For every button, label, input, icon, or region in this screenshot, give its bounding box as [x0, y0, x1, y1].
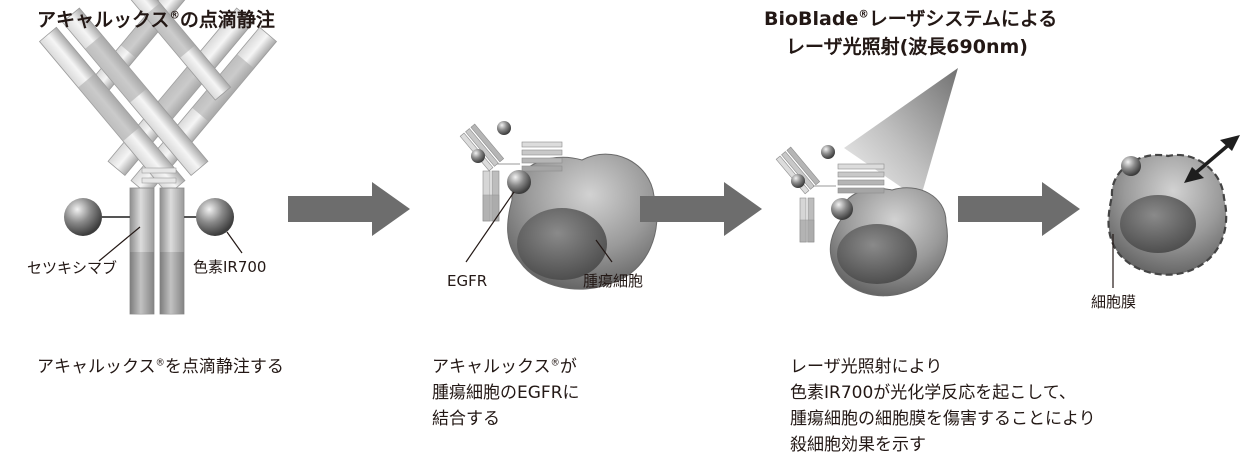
label-egfr: EGFR	[447, 272, 488, 290]
heading-laser-line2: レーザ光照射(波長690nm)	[786, 36, 1028, 58]
damaged-cell	[1107, 135, 1240, 288]
heading-laser-line1: BioBlade®レーザシステムによる	[764, 8, 1058, 30]
flow-arrow-3	[958, 182, 1080, 236]
heading-step1: アキャルックス®の点滴静注	[37, 9, 275, 31]
label-cell-membrane: 細胞膜	[1091, 293, 1137, 311]
label-dye-ir700: 色素IR700	[193, 258, 267, 276]
label-tumor-cell: 腫瘍細胞	[583, 272, 644, 290]
caption-step1: アキャルックス®を点滴静注する	[37, 357, 284, 377]
flow-arrow-1	[288, 182, 410, 236]
dye-ball-left	[64, 198, 102, 236]
tumor-cell-binding	[459, 121, 658, 290]
caption-step3: レーザ光照射により 色素IR700が光化学反応を起こして、 腫瘍細胞の細胞膜を傷…	[790, 357, 1096, 455]
caption-step2: アキャルックス®が 腫瘍細胞のEGFRに 結合する	[432, 357, 580, 429]
label-cetuximab: セツキシマブ	[27, 259, 118, 277]
laser-irradiation	[775, 68, 958, 297]
dye-ball-right	[196, 198, 234, 236]
antibody-large	[38, 0, 278, 315]
flow-arrow-2	[640, 182, 762, 236]
